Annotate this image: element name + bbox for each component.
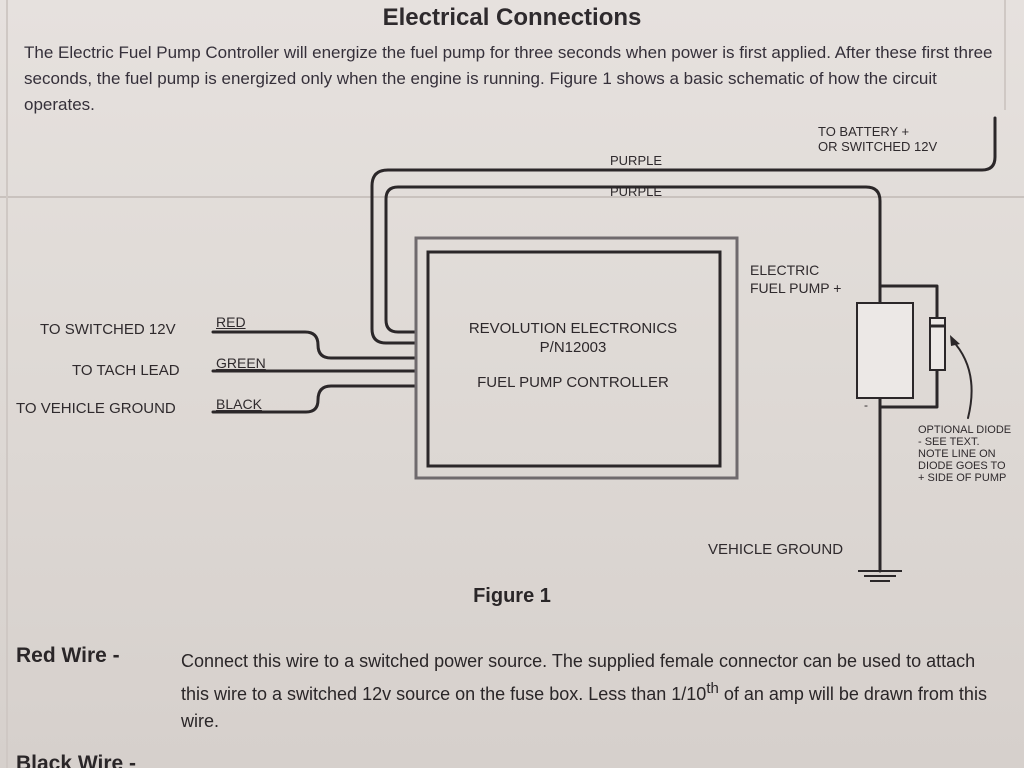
black-wire	[211, 384, 418, 414]
left-label-ground: TO VEHICLE GROUND	[16, 400, 176, 417]
battery-label: TO BATTERY + OR SWITCHED 12V	[818, 124, 938, 154]
purple-label-bottom: PURPLE	[610, 184, 663, 199]
arrowhead-icon	[950, 335, 960, 346]
pump-label-line2: FUEL PUMP +	[750, 280, 842, 296]
controller-part-number: P/N12003	[539, 339, 607, 356]
paper-fold	[0, 196, 1024, 198]
purple-wire-pump	[384, 185, 882, 334]
left-label-switched: TO SWITCHED 12V	[40, 321, 176, 338]
pump-minus-label: -	[864, 398, 868, 412]
pump-label-line1: ELECTRIC	[750, 262, 820, 278]
red-wire-term: Red Wire -	[16, 644, 120, 667]
fuel-pump-body	[856, 302, 914, 399]
diode-branch	[878, 284, 939, 409]
controller-name: FUEL PUMP CONTROLLER	[477, 374, 669, 391]
paper-edge-left	[6, 0, 8, 768]
black-wire-term: Black Wire -	[16, 752, 137, 768]
ground-symbol-icon	[858, 570, 902, 582]
red-desc-part1: Connect this wire to a switched power so…	[181, 651, 976, 704]
paper-edge-right	[1004, 0, 1006, 110]
wire-label-red: RED	[216, 314, 246, 330]
wire-label-black: BLACK	[216, 396, 262, 412]
purple-label-top: PURPLE	[610, 153, 663, 168]
diode-body	[929, 317, 946, 371]
intro-paragraph: The Electric Fuel Pump Controller will e…	[24, 43, 993, 114]
red-desc-part2: of an amp will be drawn from this wire.	[181, 684, 987, 731]
red-wire	[211, 330, 418, 360]
wire-label-green: GREEN	[216, 355, 266, 371]
controller-inner-box	[426, 250, 722, 468]
ground-label: VEHICLE GROUND	[708, 541, 844, 558]
purple-wire-battery	[370, 116, 997, 345]
red-desc-superscript: th	[706, 680, 719, 697]
diode-note: OPTIONAL DIODE - SEE TEXT. NOTE LINE ON …	[918, 424, 1012, 484]
section-title: Electrical Connections	[382, 4, 642, 31]
controller-outer-box	[414, 236, 739, 480]
diode-arrow	[951, 339, 973, 419]
left-label-tach: TO TACH LEAD	[72, 362, 180, 379]
controller-brand: REVOLUTION ELECTRONICS	[468, 320, 678, 337]
figure-caption: Figure 1	[473, 585, 551, 607]
red-wire-description: Connect this wire to a switched power so…	[181, 648, 991, 735]
